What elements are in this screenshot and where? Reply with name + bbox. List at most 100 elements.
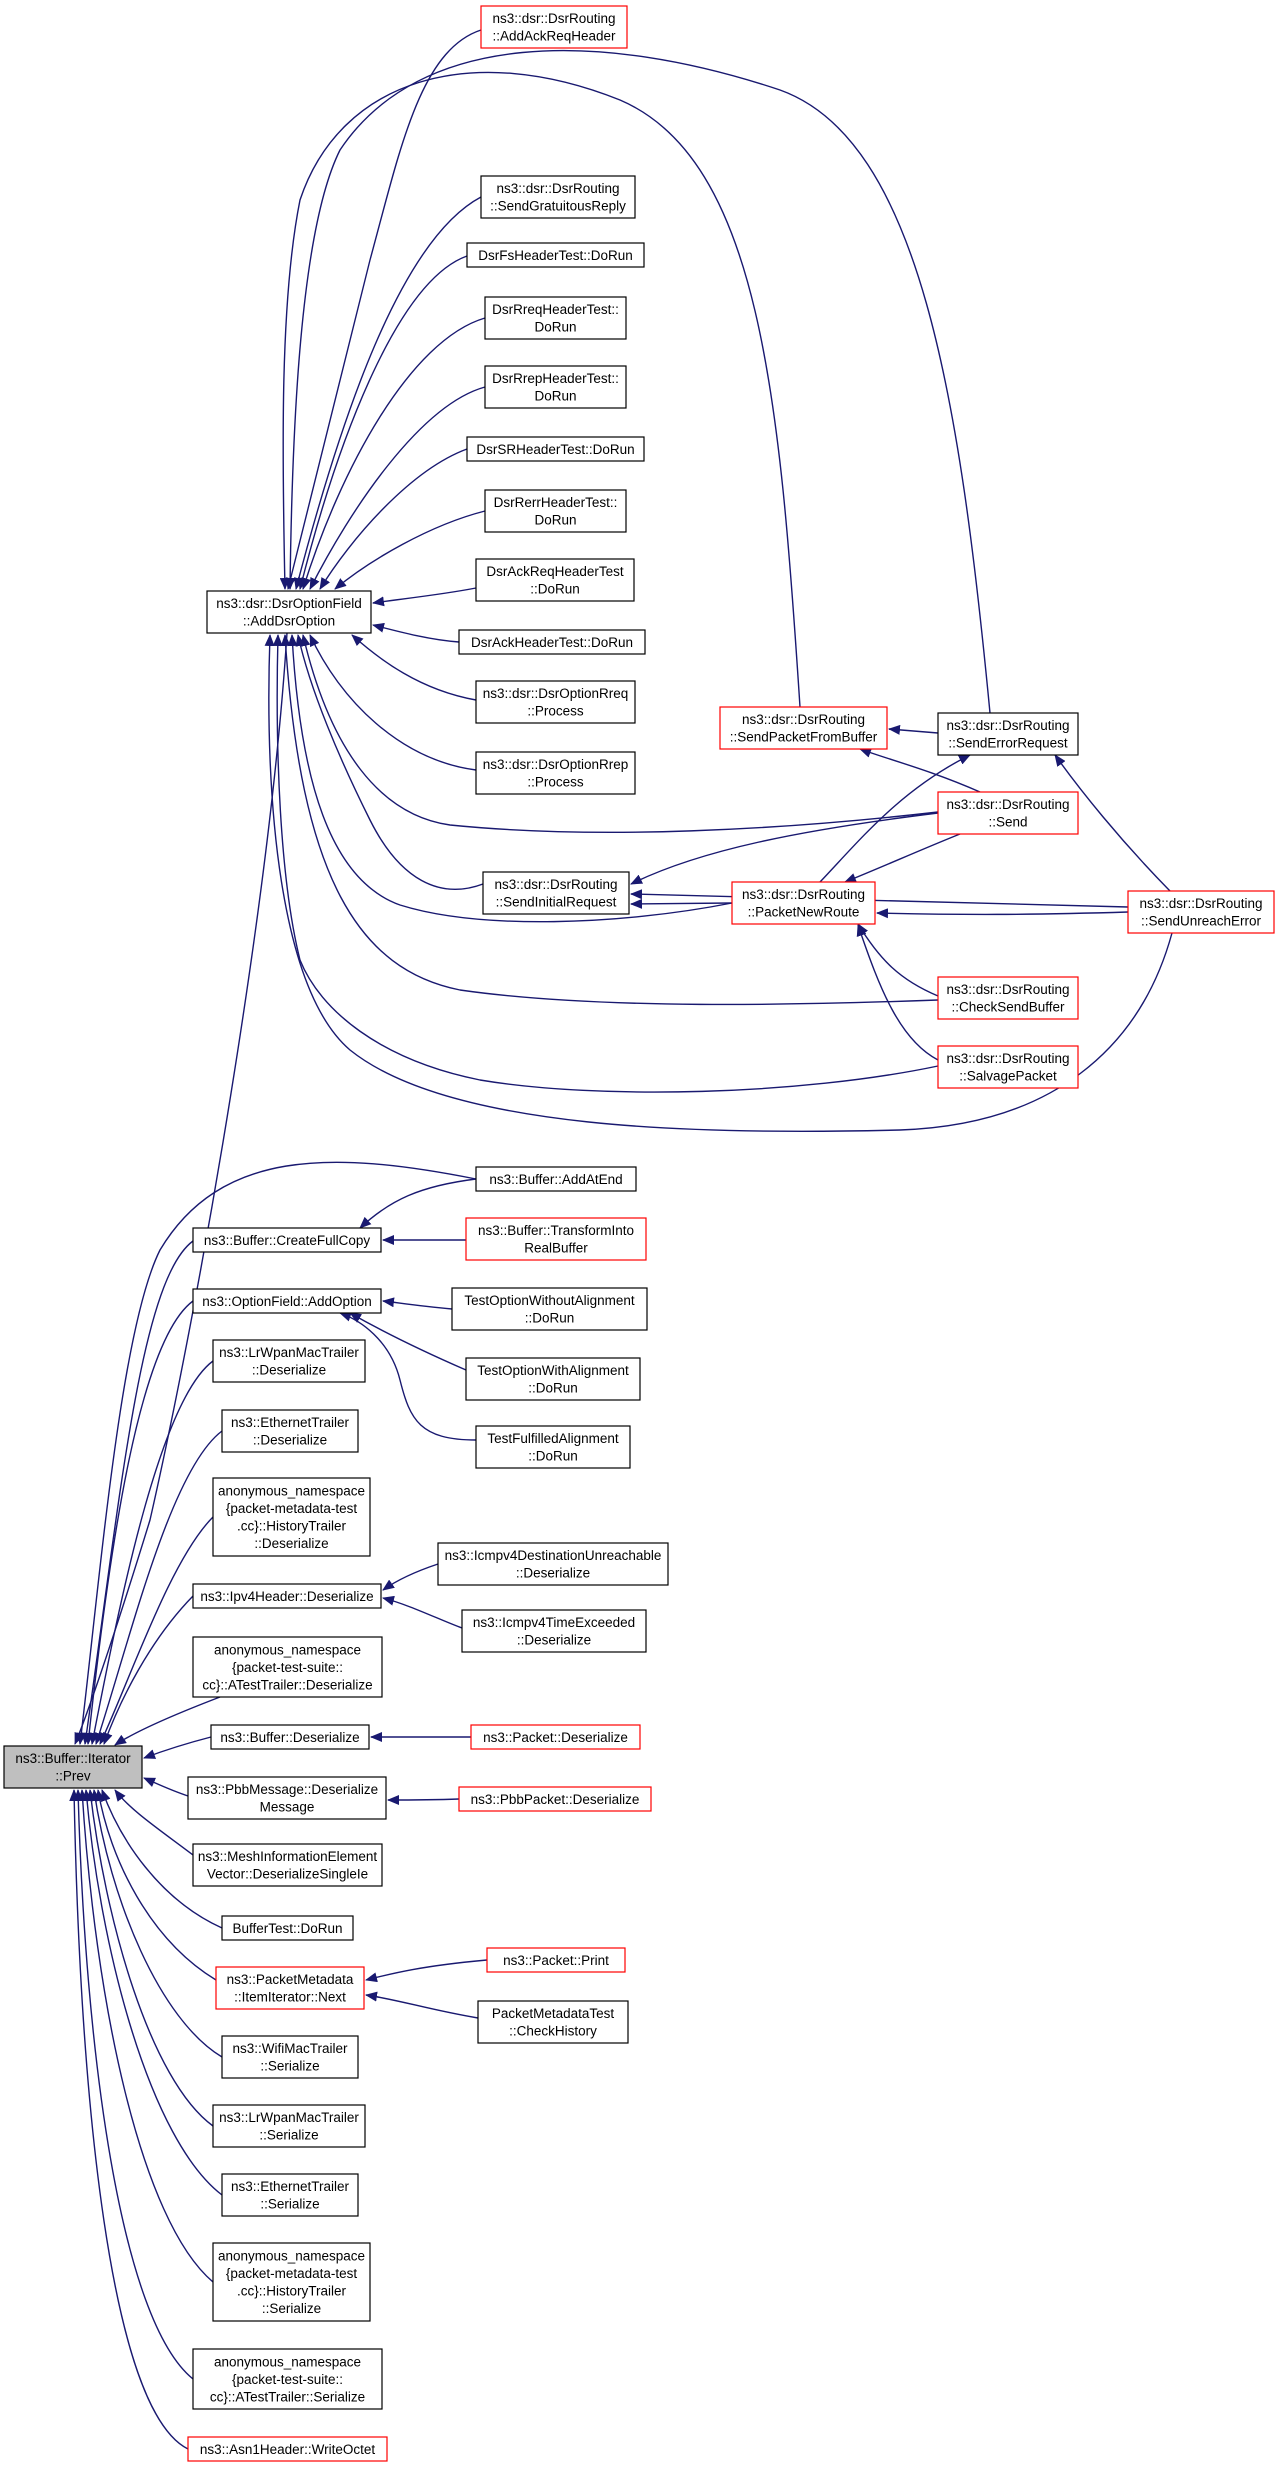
edge-n8-to-n1 [334,510,486,590]
node-label-line: ::Serialize [260,2059,319,2074]
graph-node-n35[interactable]: ns3::Buffer::Deserialize [210,1724,370,1750]
node-label-line: ns3::dsr::DsrRouting [946,1051,1069,1066]
graph-node-n15[interactable]: ns3::dsr::DsrRouting::Send [937,791,1079,835]
node-box [212,2104,366,2148]
graph-node-n41[interactable]: ns3::PacketMetadata::ItemIterator::Next [215,1966,365,2010]
edge-n40-to-n0 [101,1789,223,1929]
node-label-line: ns3::Packet::Print [503,1953,609,1968]
graph-node-n2[interactable]: ns3::dsr::DsrRouting::AddAckReqHeader [480,5,628,49]
node-box [215,1966,365,2010]
graph-node-n1[interactable]: ns3::dsr::DsrOptionField::AddDsrOption [206,590,372,634]
node-box [937,976,1079,1020]
graph-node-n31[interactable]: ns3::Ipv4Header::Deserialize [192,1583,382,1609]
graph-node-n27[interactable]: TestFulfilledAlignment::DoRun [475,1425,631,1469]
graph-node-n47[interactable]: anonymous_namespace{packet-metadata-test… [212,2242,371,2322]
graph-node-n28[interactable]: ns3::LrWpanMacTrailer::Deserialize [212,1339,366,1383]
node-box [465,1357,641,1401]
graph-node-n20[interactable]: ns3::dsr::DsrRouting::SalvagePacket [937,1045,1079,1089]
edge-n15-to-n1 [300,634,939,833]
graph-node-n29[interactable]: ns3::EthernetTrailer::Deserialize [221,1409,359,1453]
node-label-line: ::SendUnreachError [1141,914,1262,929]
graph-node-n8[interactable]: DsrRerrHeaderTest::DoRun [484,489,627,533]
node-label-line: ::DoRun [530,582,580,597]
node-label-line: BufferTest::DoRun [232,1921,342,1936]
node-label-line: ns3::dsr::DsrRouting [1139,896,1262,911]
node-label-line: DsrAckReqHeaderTest [486,564,624,579]
node-box [466,436,645,462]
node-label-line: ::SendInitialRequest [496,895,617,910]
node-label-line: ::Deserialize [516,1566,590,1581]
node-label-line: ns3::OptionField::AddOption [202,1294,372,1309]
node-label-line: ::DoRun [528,1449,578,1464]
graph-node-n4[interactable]: DsrFsHeaderTest::DoRun [466,242,645,268]
node-label-line: DsrFsHeaderTest::DoRun [478,248,633,263]
graph-node-n19[interactable]: ns3::dsr::DsrRouting::CheckSendBuffer [937,976,1079,1020]
node-label-line: ns3::dsr::DsrRouting [946,797,1069,812]
graph-node-n11[interactable]: ns3::dsr::DsrOptionRreq::Process [475,680,636,724]
graph-node-n10[interactable]: DsrAckHeaderTest::DoRun [458,629,646,655]
edge-n39-to-n0 [114,1789,194,1856]
graph-node-n32[interactable]: ns3::Icmpv4DestinationUnreachable::Deser… [437,1542,669,1586]
graph-node-n44[interactable]: ns3::WifiMacTrailer::Serialize [221,2035,359,2079]
node-box [486,1947,626,1973]
edge-n28-to-n0 [89,1360,214,1745]
graph-node-n40[interactable]: BufferTest::DoRun [221,1915,354,1941]
node-label-line: DoRun [534,320,576,335]
edge-n48-to-n0 [73,1789,194,2380]
node-label-line: anonymous_namespace [214,1642,361,1657]
node-label-line: ::SendPacketFromBuffer [730,730,878,745]
graph-node-n26[interactable]: TestOptionWithAlignment::DoRun [465,1357,641,1401]
node-label-line: {packet-metadata-test [226,2266,358,2281]
graph-node-n34[interactable]: anonymous_namespace{packet-test-suite::c… [192,1636,383,1698]
graph-node-n43[interactable]: PacketMetadataTest::CheckHistory [477,2000,629,2044]
node-box [210,1724,370,1750]
graph-node-n30[interactable]: anonymous_namespace{packet-metadata-test… [212,1477,371,1557]
edge-n30-to-n0 [99,1516,214,1745]
node-box [192,1227,382,1253]
graph-node-n13[interactable]: ns3::dsr::DsrRouting::SendPacketFromBuff… [719,706,888,750]
node-label-line: ns3::Packet::Deserialize [483,1730,628,1745]
edge-n15-to-n17 [844,833,961,883]
graph-node-n46[interactable]: ns3::EthernetTrailer::Serialize [221,2173,359,2217]
graph-node-n38[interactable]: ns3::PbbPacket::Deserialize [458,1786,652,1812]
graph-node-n39[interactable]: ns3::MeshInformationElementVector::Deser… [192,1843,383,1887]
node-label-line: DsrRreqHeaderTest:: [492,302,619,317]
graph-node-n18[interactable]: ns3::dsr::DsrRouting::SendUnreachError [1127,890,1275,934]
graph-node-n42[interactable]: ns3::Packet::Print [486,1947,626,1973]
graph-node-n25[interactable]: TestOptionWithoutAlignment::DoRun [451,1287,648,1331]
graph-node-n3[interactable]: ns3::dsr::DsrRouting::SendGratuitousRepl… [480,175,636,219]
node-box [937,1045,1079,1089]
graph-node-n9[interactable]: DsrAckReqHeaderTest::DoRun [475,558,635,602]
graph-node-n49[interactable]: ns3::Asn1Header::WriteOctet [187,2436,388,2462]
graph-node-n7[interactable]: DsrSRHeaderTest::DoRun [466,436,645,462]
graph-node-n22[interactable]: ns3::Buffer::CreateFullCopy [192,1227,382,1253]
graph-node-n48[interactable]: anonymous_namespace{packet-test-suite::c… [192,2348,383,2410]
graph-node-n24[interactable]: ns3::OptionField::AddOption [192,1288,382,1314]
node-label-line: ns3::Icmpv4DestinationUnreachable [445,1548,662,1563]
graph-node-n6[interactable]: DsrRrepHeaderTest::DoRun [484,365,627,409]
edge-n18-to-n16 [630,889,1129,908]
node-label-line: DsrAckHeaderTest::DoRun [471,635,633,650]
node-box [465,1217,647,1261]
graph-node-n33[interactable]: ns3::Icmpv4TimeExceeded::Deserialize [461,1609,647,1653]
node-label-line: ns3::EthernetTrailer [231,1415,350,1430]
node-box [192,1288,382,1314]
edge-n34-to-n0 [114,1696,221,1746]
graph-node-n21[interactable]: ns3::Buffer::AddAtEnd [475,1166,637,1192]
graph-node-n5[interactable]: DsrRreqHeaderTest::DoRun [484,296,627,340]
graph-node-n17[interactable]: ns3::dsr::DsrRouting::PacketNewRoute [731,881,876,925]
node-box [937,712,1079,756]
node-box [477,2000,629,2044]
graph-node-n12[interactable]: ns3::dsr::DsrOptionRrep::Process [475,751,636,795]
edge-n25-to-n24 [382,1297,453,1310]
edge-n21-to-n0 [76,1161,477,1745]
node-label-line: ::CheckSendBuffer [951,1000,1065,1015]
graph-node-n14[interactable]: ns3::dsr::DsrRouting::SendErrorRequest [937,712,1079,756]
node-label-line: anonymous_namespace [218,1484,365,1499]
node-box [484,296,627,340]
graph-node-n45[interactable]: ns3::LrWpanMacTrailer::Serialize [212,2104,366,2148]
graph-node-n16[interactable]: ns3::dsr::DsrRouting::SendInitialRequest [482,871,630,915]
graph-node-n36[interactable]: ns3::Packet::Deserialize [470,1724,641,1750]
